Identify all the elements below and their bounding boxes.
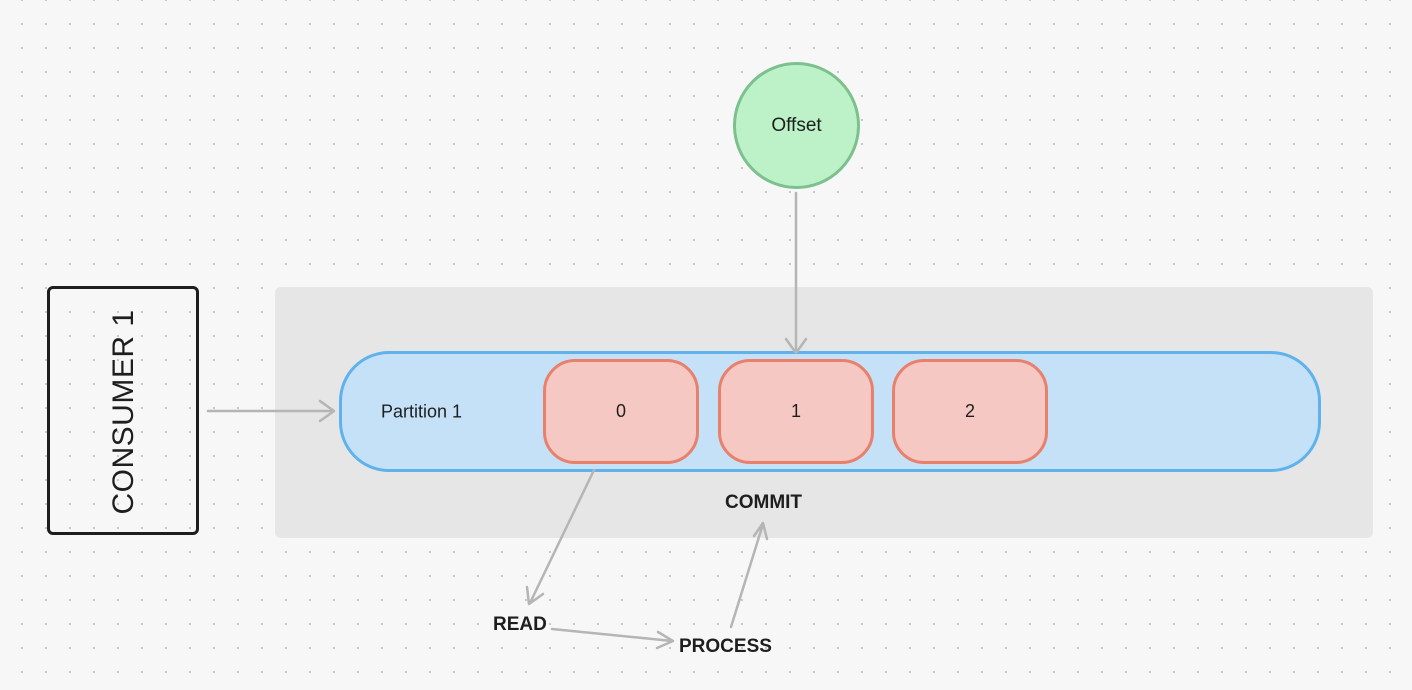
commit-arrow (729, 521, 769, 629)
commit-label: COMMIT (725, 492, 803, 513)
consumer-box[interactable] (47, 286, 199, 535)
read-label: READ (493, 614, 547, 635)
message-1[interactable]: 1 (718, 359, 874, 464)
process-label: PROCESS (679, 636, 772, 657)
offset-circle[interactable]: Offset (733, 62, 860, 189)
consumer-label: CONSUMER 1 (107, 309, 140, 515)
process-arrow (550, 627, 675, 650)
message-2[interactable]: 2 (892, 359, 1048, 464)
message-0[interactable]: 0 (543, 359, 699, 464)
partition-label: Partition 1 (381, 401, 463, 422)
